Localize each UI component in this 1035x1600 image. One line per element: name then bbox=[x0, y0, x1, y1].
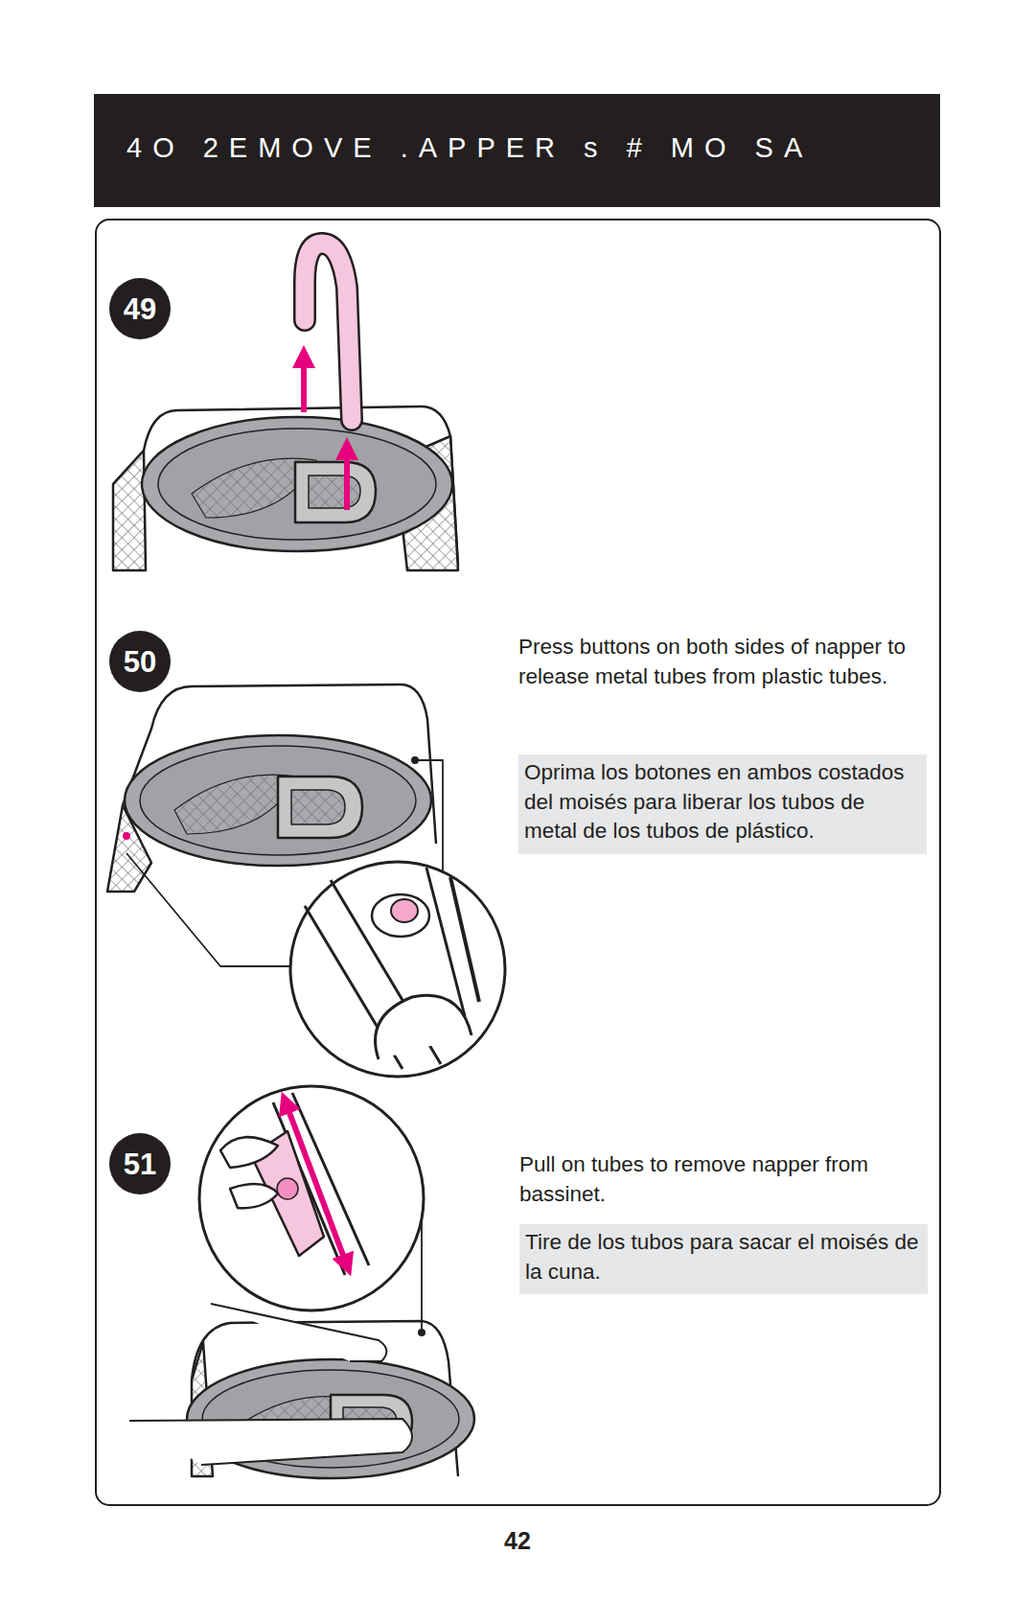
step-number: 49 bbox=[109, 277, 171, 340]
step-label: 51 bbox=[123, 1149, 157, 1179]
bassinet-figure bbox=[107, 684, 506, 1077]
panel bbox=[95, 219, 941, 1505]
translation-box: Tire de los tubos para sacar el moisés d… bbox=[519, 1223, 928, 1294]
instruction-text: Tire de los tubos para sacar el moisés d… bbox=[525, 1227, 922, 1287]
step-number: 51 bbox=[109, 1132, 171, 1195]
step-number: 50 bbox=[109, 630, 171, 692]
title-bar bbox=[93, 93, 941, 207]
bassinet-figure bbox=[129, 1085, 475, 1478]
instruction-text: Pull on tubes to remove napper from bass… bbox=[519, 1150, 932, 1209]
page-number: 42 bbox=[469, 1523, 566, 1557]
translation-box: Oprima los botones en ambos costados del… bbox=[518, 754, 927, 854]
instruction-text: Oprima los botones en ambos costados del… bbox=[524, 758, 921, 847]
step-label: 50 bbox=[123, 646, 157, 677]
instruction-text: Press buttons on both sides of napper to… bbox=[518, 632, 931, 691]
page-title: 4O 2EMOVE .APPER s # MO SA bbox=[126, 132, 813, 164]
step-label: 49 bbox=[123, 294, 157, 324]
